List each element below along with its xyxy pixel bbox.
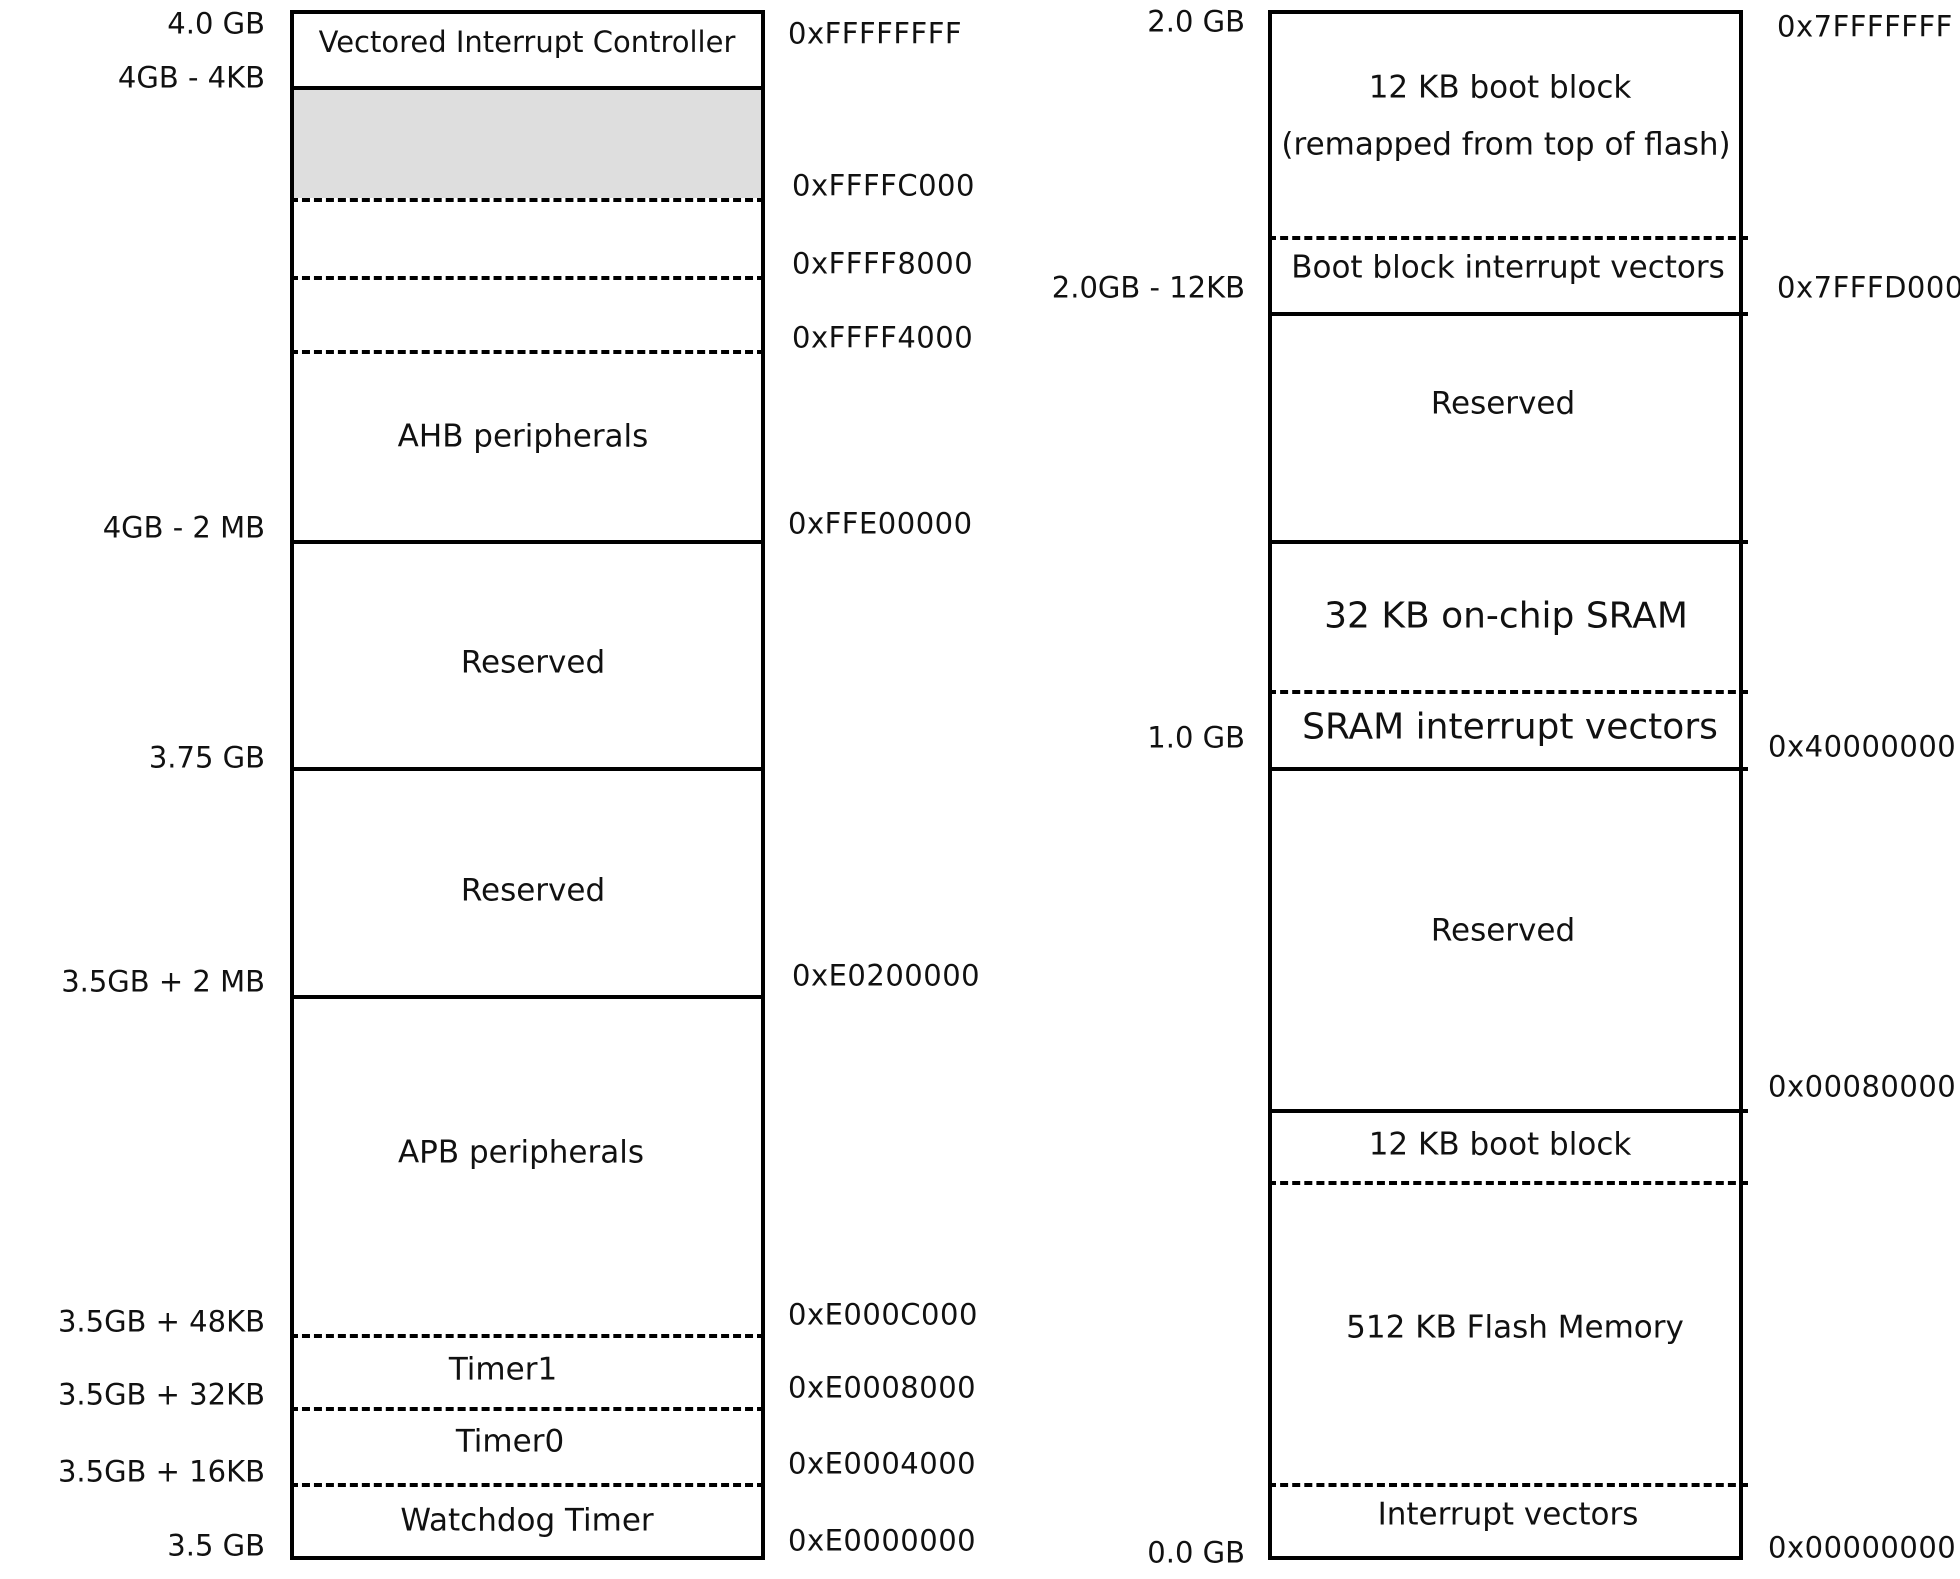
right-boundary-line: [1268, 767, 1748, 771]
boot-block-remap-label: (remapped from top of flash): [1281, 126, 1731, 163]
ahb-peripherals-label: AHB peripherals: [397, 418, 649, 455]
left-address-label: 0xFFFFC000: [792, 168, 975, 203]
right-size-label: 2.0 GB: [1147, 4, 1245, 39]
boot-block-label: 12 KB boot block: [1368, 1126, 1632, 1163]
left-address-label: 0xE0008000: [788, 1370, 977, 1405]
right-size-label: 2.0GB - 12KB: [1051, 270, 1245, 305]
left-size-label: 3.5GB + 16KB: [57, 1454, 265, 1489]
left-size-label: 3.5GB + 2 MB: [61, 964, 265, 999]
right-boundary-line: [1268, 1483, 1748, 1487]
reserved-region-label: Reserved: [1430, 385, 1576, 422]
flash-memory-label: 512 KB Flash Memory: [1346, 1309, 1684, 1346]
left-size-label: 4.0 GB: [167, 6, 265, 41]
left-boundary-line: [290, 1407, 765, 1411]
left-address-label: 0xFFFF4000: [792, 320, 974, 355]
left-boundary-line: [290, 1483, 765, 1487]
left-boundary-line: [290, 1334, 765, 1338]
sram-vectors-label: SRAM interrupt vectors: [1302, 706, 1718, 748]
boot-block-top-label: 12 KB boot block: [1368, 69, 1632, 106]
right-boundary-line: [1268, 1109, 1748, 1113]
right-address-label: 0x7FFFFFFF: [1777, 9, 1953, 44]
left-size-label: 3.75 GB: [148, 740, 265, 775]
left-boundary-line: [290, 540, 765, 544]
apb-peripherals-label: APB peripherals: [397, 1134, 645, 1171]
right-boundary-line: [1268, 540, 1748, 544]
left-address-label: 0xE0000000: [788, 1523, 977, 1558]
left-boundary-line: [290, 198, 765, 202]
sram-region-label: 32 KB on-chip SRAM: [1324, 595, 1688, 637]
right-address-label: 0x00000000: [1768, 1530, 1957, 1565]
left-size-label: 3.5GB + 48KB: [57, 1304, 265, 1339]
left-address-label: 0xE000C000: [788, 1297, 978, 1332]
left-size-label: 4GB - 4KB: [117, 60, 265, 95]
watchdog-timer-label: Watchdog Timer: [400, 1502, 654, 1539]
right-address-label: 0x00080000: [1768, 1069, 1957, 1104]
right-address-label: 0x40000000: [1768, 729, 1957, 764]
left-address-label: 0xE0200000: [792, 958, 981, 993]
vic-region-label: Vectored Interrupt Controller: [318, 24, 736, 59]
left-boundary-line: [290, 995, 765, 999]
right-size-label: 0.0 GB: [1147, 1535, 1245, 1570]
left-boundary-line: [290, 767, 765, 771]
right-address-label: 0x7FFFD000: [1777, 270, 1960, 305]
interrupt-vectors-label: Interrupt vectors: [1377, 1496, 1639, 1533]
right-boundary-line: [1268, 690, 1748, 694]
left-size-label: 4GB - 2 MB: [102, 510, 265, 545]
reserved-region-label: Reserved: [460, 644, 606, 681]
right-boundary-line: [1268, 1181, 1748, 1185]
left-map-outline: [290, 10, 765, 1560]
left-address-label: 0xFFFFFFFF: [788, 16, 963, 51]
reserved-region-label: Reserved: [460, 872, 606, 909]
right-map-outline: [1268, 10, 1743, 1560]
reserved-region-label: Reserved: [1430, 912, 1576, 949]
boot-block-vectors-label: Boot block interrupt vectors: [1291, 249, 1725, 286]
left-boundary-line: [290, 276, 765, 280]
left-boundary-line: [290, 86, 765, 90]
left-size-label: 3.5GB + 32KB: [57, 1377, 265, 1412]
right-boundary-line: [1268, 312, 1748, 316]
left-shaded-region: [294, 90, 761, 198]
left-address-label: 0xFFFF8000: [792, 246, 974, 281]
timer0-label: Timer0: [455, 1423, 565, 1460]
left-boundary-line: [290, 350, 765, 354]
right-boundary-line: [1268, 236, 1748, 240]
timer1-label: Timer1: [448, 1351, 558, 1388]
left-size-label: 3.5 GB: [167, 1528, 265, 1563]
left-address-label: 0xE0004000: [788, 1446, 977, 1481]
right-size-label: 1.0 GB: [1147, 720, 1245, 755]
left-address-label: 0xFFE00000: [788, 506, 973, 541]
